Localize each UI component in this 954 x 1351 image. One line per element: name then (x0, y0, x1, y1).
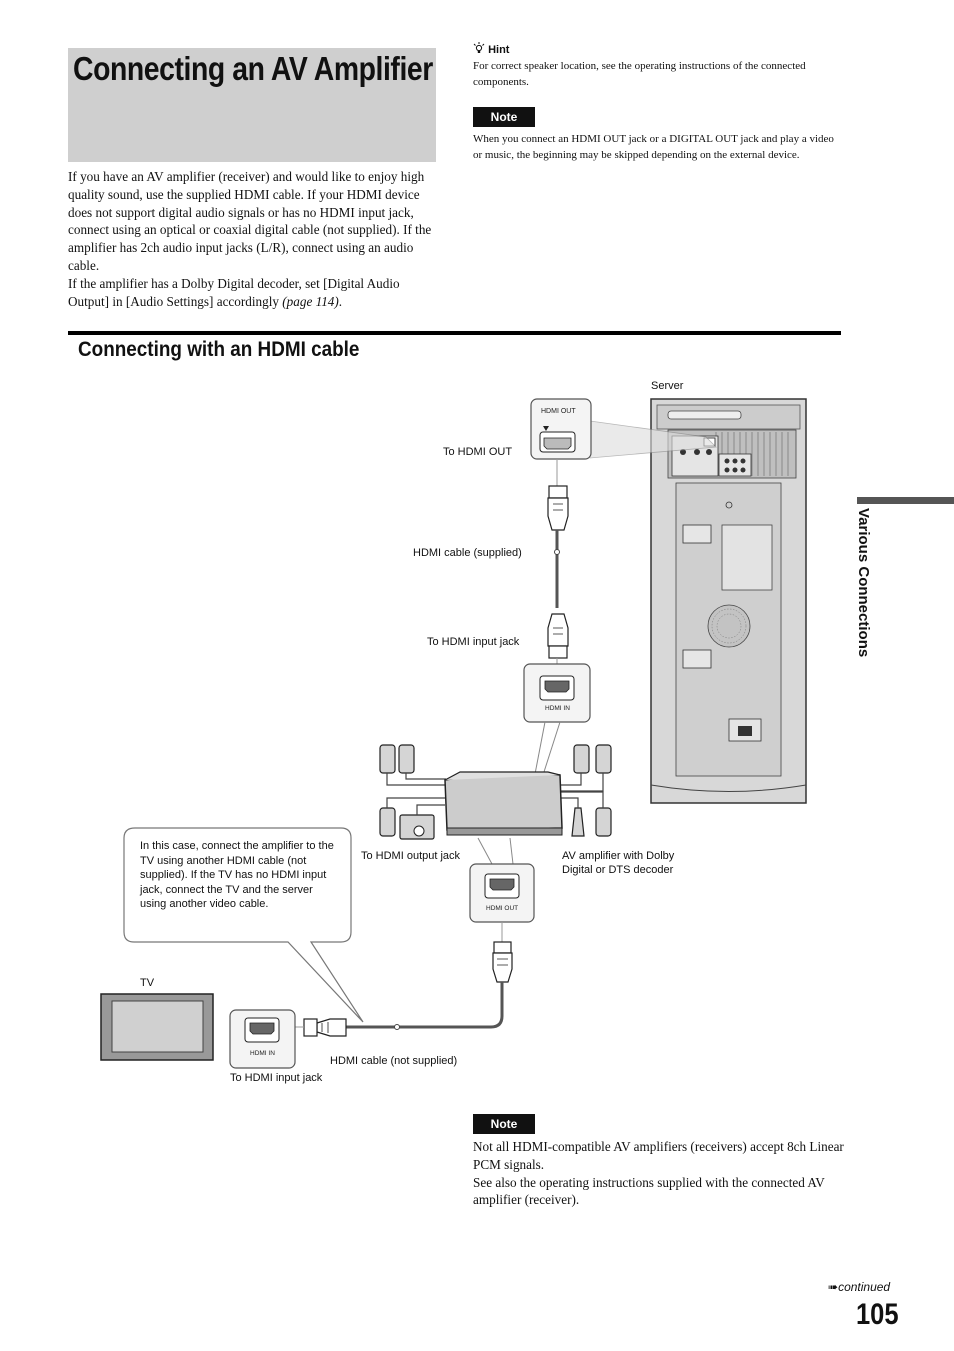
hdmi-cable-supplied (547, 459, 569, 682)
tv-illustration: HDMI IN (100, 993, 296, 1069)
title-background (68, 48, 436, 162)
amp-hdmi-in-text: HDMI IN (545, 705, 570, 712)
tv-label: TV (140, 977, 155, 989)
side-tab-label: Various Connections (855, 508, 872, 658)
to-hdmi-output-jack-label: To HDMI output jack (361, 850, 461, 862)
tv-hdmi-in-text: HDMI IN (250, 1050, 275, 1057)
page-number: 105 (856, 1298, 899, 1331)
note-2-paragraph-1: Not all HDMI-compatible AV amplifiers (r… (473, 1139, 844, 1172)
page-title: Connecting an AV Amplifier (73, 50, 433, 87)
note-2-paragraph-2: See also the operating instructions supp… (473, 1174, 825, 1208)
continued-text: continued (838, 1280, 891, 1294)
hint-heading: Hint (473, 42, 509, 56)
note-badge-2: Note (473, 1114, 535, 1134)
arrow-right-icon: ➠ (828, 1280, 839, 1294)
amp-label: AV amplifier with Dolby Digital or DTS d… (562, 849, 674, 877)
server-label: Server (651, 380, 684, 392)
intro-paragraph-2: If the amplifier has a Dolby Digital dec… (68, 275, 440, 311)
server-hdmi-out-callout: HDMI OUT (530, 398, 717, 460)
hint-label: Hint (488, 44, 510, 56)
section-title: Connecting with an HDMI cable (78, 338, 360, 361)
note-2-text: Not all HDMI-compatible AV amplifiers (r… (473, 1138, 845, 1209)
intro-paragraph-1: If you have an AV amplifier (receiver) a… (68, 169, 432, 273)
hint-text: For correct speaker location, see the op… (473, 60, 806, 88)
hdmi-cable-supplied-label: HDMI cable (supplied) (413, 547, 522, 559)
to-hdmi-input-jack-amp-label: To HDMI input jack (427, 636, 520, 648)
callout-text: In this case, connect the amplifier to t… (140, 840, 334, 910)
note-badge: Note (473, 107, 535, 127)
intro-text: If you have an AV amplifier (receiver) a… (68, 168, 440, 310)
amp-hdmi-in-callout: HDMI IN (523, 663, 591, 801)
to-hdmi-out-label: To HDMI OUT (443, 446, 513, 458)
callout-bubble (123, 827, 364, 1023)
continued-indicator: ➠continued (828, 1280, 890, 1294)
hdmi-cable-not-supplied-label: HDMI cable (not supplied) (330, 1055, 458, 1067)
amp-label-line-2: Digital or DTS decoder (562, 864, 674, 876)
side-tab-bar (857, 497, 954, 504)
intro-end: . (338, 293, 343, 309)
note-text: When you connect an HDMI OUT jack or a D… (473, 133, 834, 161)
lightbulb-icon (473, 42, 485, 53)
page-reference-link[interactable]: (page 114) (282, 293, 339, 309)
amp-hdmi-out-callout: HDMI OUT (469, 837, 535, 923)
amp-label-line-1: AV amplifier with Dolby (562, 850, 675, 862)
to-hdmi-input-jack-tv-label: To HDMI input jack (230, 1072, 323, 1084)
intro-paragraph-2-text: If the amplifier has a Dolby Digital dec… (68, 275, 400, 309)
hdmi-cable-not-supplied (282, 922, 513, 1037)
server-illustration (650, 398, 807, 804)
av-amplifier-illustration (379, 744, 612, 840)
hdmi-out-jack-text: HDMI OUT (541, 408, 576, 415)
section-rule (68, 331, 841, 335)
amp-hdmi-out-text: HDMI OUT (486, 905, 518, 912)
